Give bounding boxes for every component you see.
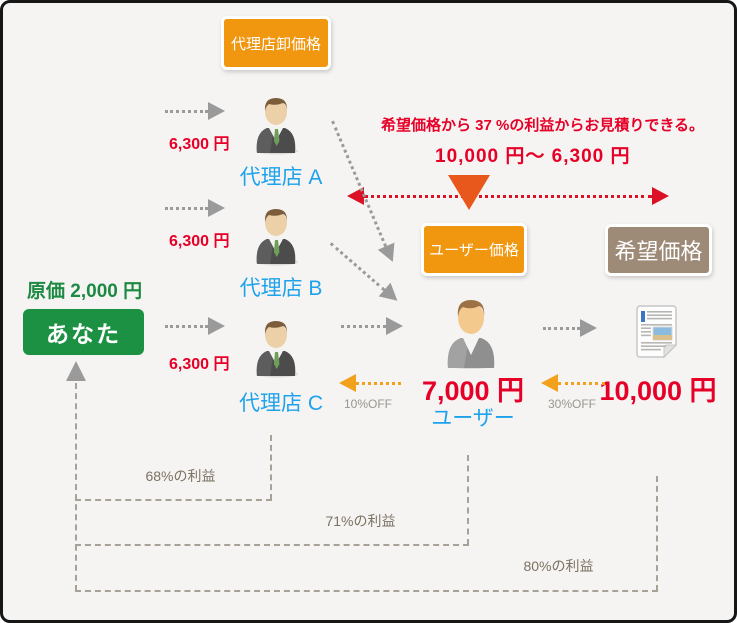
profit-label-71: 71%の利益 [325, 513, 396, 529]
agent-c-icon [256, 321, 298, 378]
profit-main-vertical-line [75, 383, 77, 591]
agent-a-label: 代理店 A [239, 166, 323, 189]
agent-b-label: 代理店 B [239, 277, 323, 300]
agent-c-label: 代理店 C [239, 392, 323, 415]
arrow-you-to-agent-c [165, 317, 225, 335]
user-price-box: ユーザー価格 [421, 223, 527, 276]
you-cost-label: 原価 2,000 円 [27, 281, 143, 302]
note-line2: 10,000 円〜 6,300 円 [435, 146, 631, 167]
profit-line-71 [75, 544, 469, 546]
profit-line-agent-c [270, 435, 272, 500]
agent-c-price: 6,300 円 [169, 356, 230, 373]
agent-b-price: 6,300 円 [169, 233, 230, 250]
quote-document-icon [636, 305, 678, 359]
up-arrow-to-you-icon [66, 361, 86, 381]
discount-arrow-quote [541, 374, 605, 392]
arrow-you-to-agent-a [165, 102, 225, 120]
arrow-agent-c-to-user [341, 317, 403, 335]
agent-a-price: 6,300 円 [169, 136, 230, 153]
agent-a-icon [256, 98, 298, 155]
profit-line-user [467, 455, 469, 545]
discount-label-user: 10%OFF [344, 397, 393, 411]
profit-label-80: 80%の利益 [523, 558, 594, 574]
user-label: ユーザー [431, 407, 515, 430]
arrow-user-to-quote [543, 319, 597, 337]
agent-b-icon [256, 209, 298, 266]
you-box: あなた [23, 309, 144, 355]
discount-arrow-user [339, 374, 401, 392]
quote-price-value: 10,000 円 [599, 376, 717, 406]
profit-line-68 [75, 499, 272, 501]
desired-price-box: 希望価格 [605, 224, 712, 276]
profit-line-80 [75, 590, 658, 592]
down-triangle-icon [448, 175, 490, 210]
wholesale-price-box: 代理店卸価格 [221, 16, 331, 70]
user-price-value: 7,000 円 [421, 376, 525, 406]
profit-line-quote [656, 476, 658, 591]
arrow-you-to-agent-b [165, 199, 225, 217]
user-icon [447, 300, 495, 369]
note-line1: 希望価格から 37 %の利益からお見積りできる。 [381, 117, 705, 134]
discount-label-quote: 30%OFF [548, 397, 597, 411]
profit-label-68: 68%の利益 [145, 468, 216, 484]
price-range-arrow [347, 187, 669, 205]
